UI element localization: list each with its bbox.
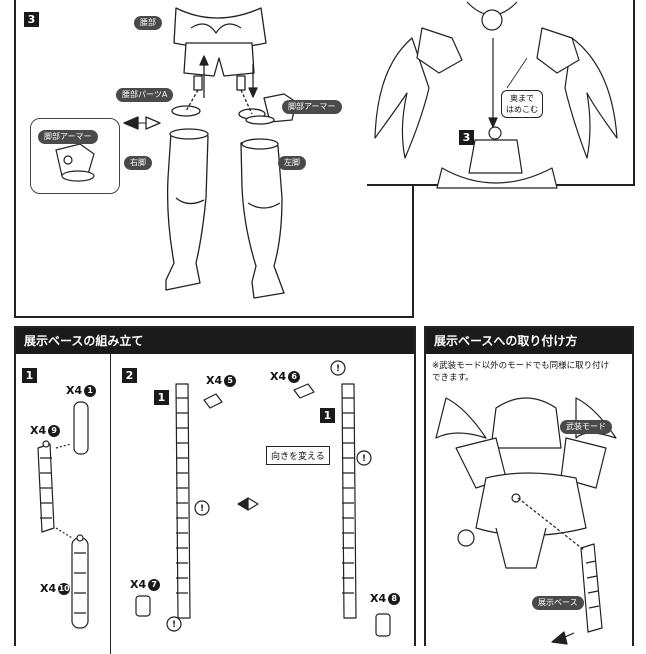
label-armed-mode: 武装モード	[560, 420, 612, 434]
insert-deep-note: 奥まで はめこむ	[501, 90, 543, 118]
label-leg-armor-box: 脚部アーマー	[38, 130, 98, 144]
assembly-step-2: 2	[122, 368, 137, 383]
top-right-panel: 奥まで はめこむ 3	[367, 0, 635, 189]
warn-mark: !	[362, 454, 366, 464]
label-leg-armor: 脚部アーマー	[282, 100, 342, 114]
attach-illustration	[435, 397, 617, 645]
label-right-leg: 右脚	[124, 156, 152, 170]
warn-mark: !	[336, 364, 340, 374]
attach-title: 展示ベースへの取り付け方	[426, 328, 632, 354]
attach-panel: 展示ベースへの取り付け方 ※武装モード以外のモードでも同様に取り付け できます。…	[424, 326, 634, 646]
warn-mark: !	[200, 504, 204, 514]
label-display-base: 展示ベース	[532, 596, 584, 610]
change-direction-note: 向きを変える	[266, 446, 330, 465]
top-left-panel: 3	[14, 0, 414, 318]
step-number: 3	[24, 12, 39, 27]
divider	[110, 354, 111, 654]
ref-part-1: 1	[320, 408, 335, 423]
assembly-panel: 展示ベースの組み立て 1 2	[14, 326, 416, 654]
figure-wings-illustration	[374, 1, 618, 189]
warn-mark: !	[172, 620, 176, 630]
leg-armor-detail-icon	[55, 143, 95, 182]
legs-illustration	[123, 7, 297, 299]
assembly-illustration: ! ! ! !	[37, 360, 391, 637]
label-hip-part-a: 腰部パーツA	[116, 88, 174, 102]
assembly-title: 展示ベースの組み立て	[16, 328, 414, 354]
assembly-step-1: 1	[22, 368, 37, 383]
label-waist: 腰部	[134, 16, 162, 30]
step-number-right: 3	[459, 130, 474, 145]
ref-part-1: 1	[154, 390, 169, 405]
label-left-leg: 左脚	[278, 156, 306, 170]
attach-note: ※武装モード以外のモードでも同様に取り付け できます。	[432, 361, 610, 383]
